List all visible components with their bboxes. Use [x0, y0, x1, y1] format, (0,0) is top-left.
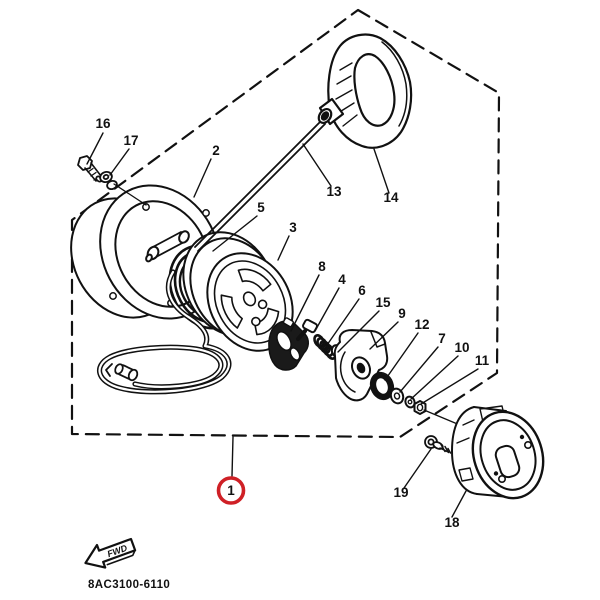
callout-3: 3 — [277, 220, 297, 261]
figure-number: 8AC3100-6110 — [88, 579, 170, 591]
callout-14: 14 — [373, 148, 399, 205]
callout-leader-line — [109, 148, 130, 176]
callout-17: 17 — [109, 133, 139, 176]
callout-18: 18 — [444, 490, 467, 530]
callout-leader-line — [302, 143, 332, 187]
callout-leader-line — [369, 321, 399, 350]
starter-rope — [194, 119, 326, 252]
callout-10: 10 — [410, 340, 470, 400]
rope-coil — [97, 269, 232, 395]
rope-end-fitting — [105, 363, 139, 382]
callout-leader-line — [399, 346, 439, 393]
callout-number: 8 — [318, 259, 326, 274]
pawl-assembly — [268, 317, 309, 371]
callout-4: 4 — [314, 272, 346, 332]
callout-6: 6 — [326, 283, 366, 346]
callout-15: 15 — [337, 295, 391, 353]
callout-2: 2 — [193, 143, 220, 198]
callout-number: 7 — [438, 331, 446, 346]
washer-17-position-line — [113, 183, 147, 206]
callout-leader-line — [410, 355, 459, 400]
callout-11: 11 — [420, 353, 490, 405]
callout-number: 12 — [414, 317, 429, 332]
callout-5: 5 — [212, 200, 265, 252]
housing-center-post — [145, 230, 190, 263]
cup-bolt-19 — [424, 435, 452, 454]
callout-leader-line — [212, 215, 258, 252]
callout-number: 10 — [454, 340, 469, 355]
assembly-boundary-outline — [70, 8, 501, 439]
callout-number: 11 — [475, 353, 490, 368]
washer-17 — [99, 170, 118, 191]
callout-number: 15 — [375, 295, 391, 310]
callout-number: 2 — [212, 143, 220, 158]
rope-ferrule — [317, 97, 345, 126]
callout-leader-line — [384, 332, 419, 381]
callout-leader-line — [290, 274, 320, 332]
drive-plate — [333, 329, 389, 402]
callout-leader-line — [314, 287, 340, 332]
handle-grip-ribs — [335, 62, 358, 127]
sheave-drum — [182, 231, 294, 352]
callout-leader-line — [277, 235, 290, 261]
callout-9: 9 — [369, 306, 406, 350]
bushing-12 — [369, 371, 395, 401]
callout-number: 3 — [289, 220, 297, 235]
callout-number: 5 — [257, 200, 265, 215]
callout-8: 8 — [290, 259, 326, 332]
callout-number: 19 — [393, 485, 408, 500]
callout-leader-line — [86, 132, 104, 165]
nut-11 — [413, 400, 427, 415]
callout-16: 16 — [86, 116, 111, 165]
starter-handle — [317, 33, 413, 149]
callout-7: 7 — [399, 331, 446, 393]
callout-leader-line — [231, 436, 234, 477]
callout-leader-line — [337, 310, 380, 353]
housing-bolt-16 — [77, 155, 103, 183]
callout-number: 9 — [398, 306, 406, 321]
callout-number: 17 — [123, 133, 138, 148]
cup-holes — [493, 434, 532, 483]
callout-leader-line — [193, 158, 212, 198]
fwd-arrow-icon: FWD — [84, 537, 137, 569]
callout-13: 13 — [302, 143, 342, 199]
callout-12: 12 — [384, 317, 430, 381]
callout-leader-line — [403, 448, 432, 489]
washer-10 — [404, 395, 416, 409]
callout-leader-line — [373, 148, 390, 194]
callout-19: 19 — [393, 448, 432, 500]
callout-1: 1 — [216, 436, 246, 505]
callout-leader-line — [326, 298, 360, 346]
callout-number: 6 — [358, 283, 366, 298]
callout-number: 18 — [444, 515, 460, 530]
callout-leader-line — [451, 490, 467, 518]
callout-number: 13 — [326, 184, 342, 199]
starter-cup — [451, 405, 545, 500]
callout-number: 1 — [227, 483, 235, 498]
callout-leader-line — [420, 368, 479, 405]
highlight-circle — [216, 476, 246, 505]
callout-number: 4 — [338, 272, 346, 287]
callout-number: 14 — [383, 190, 399, 205]
callout-number: 16 — [95, 116, 111, 131]
